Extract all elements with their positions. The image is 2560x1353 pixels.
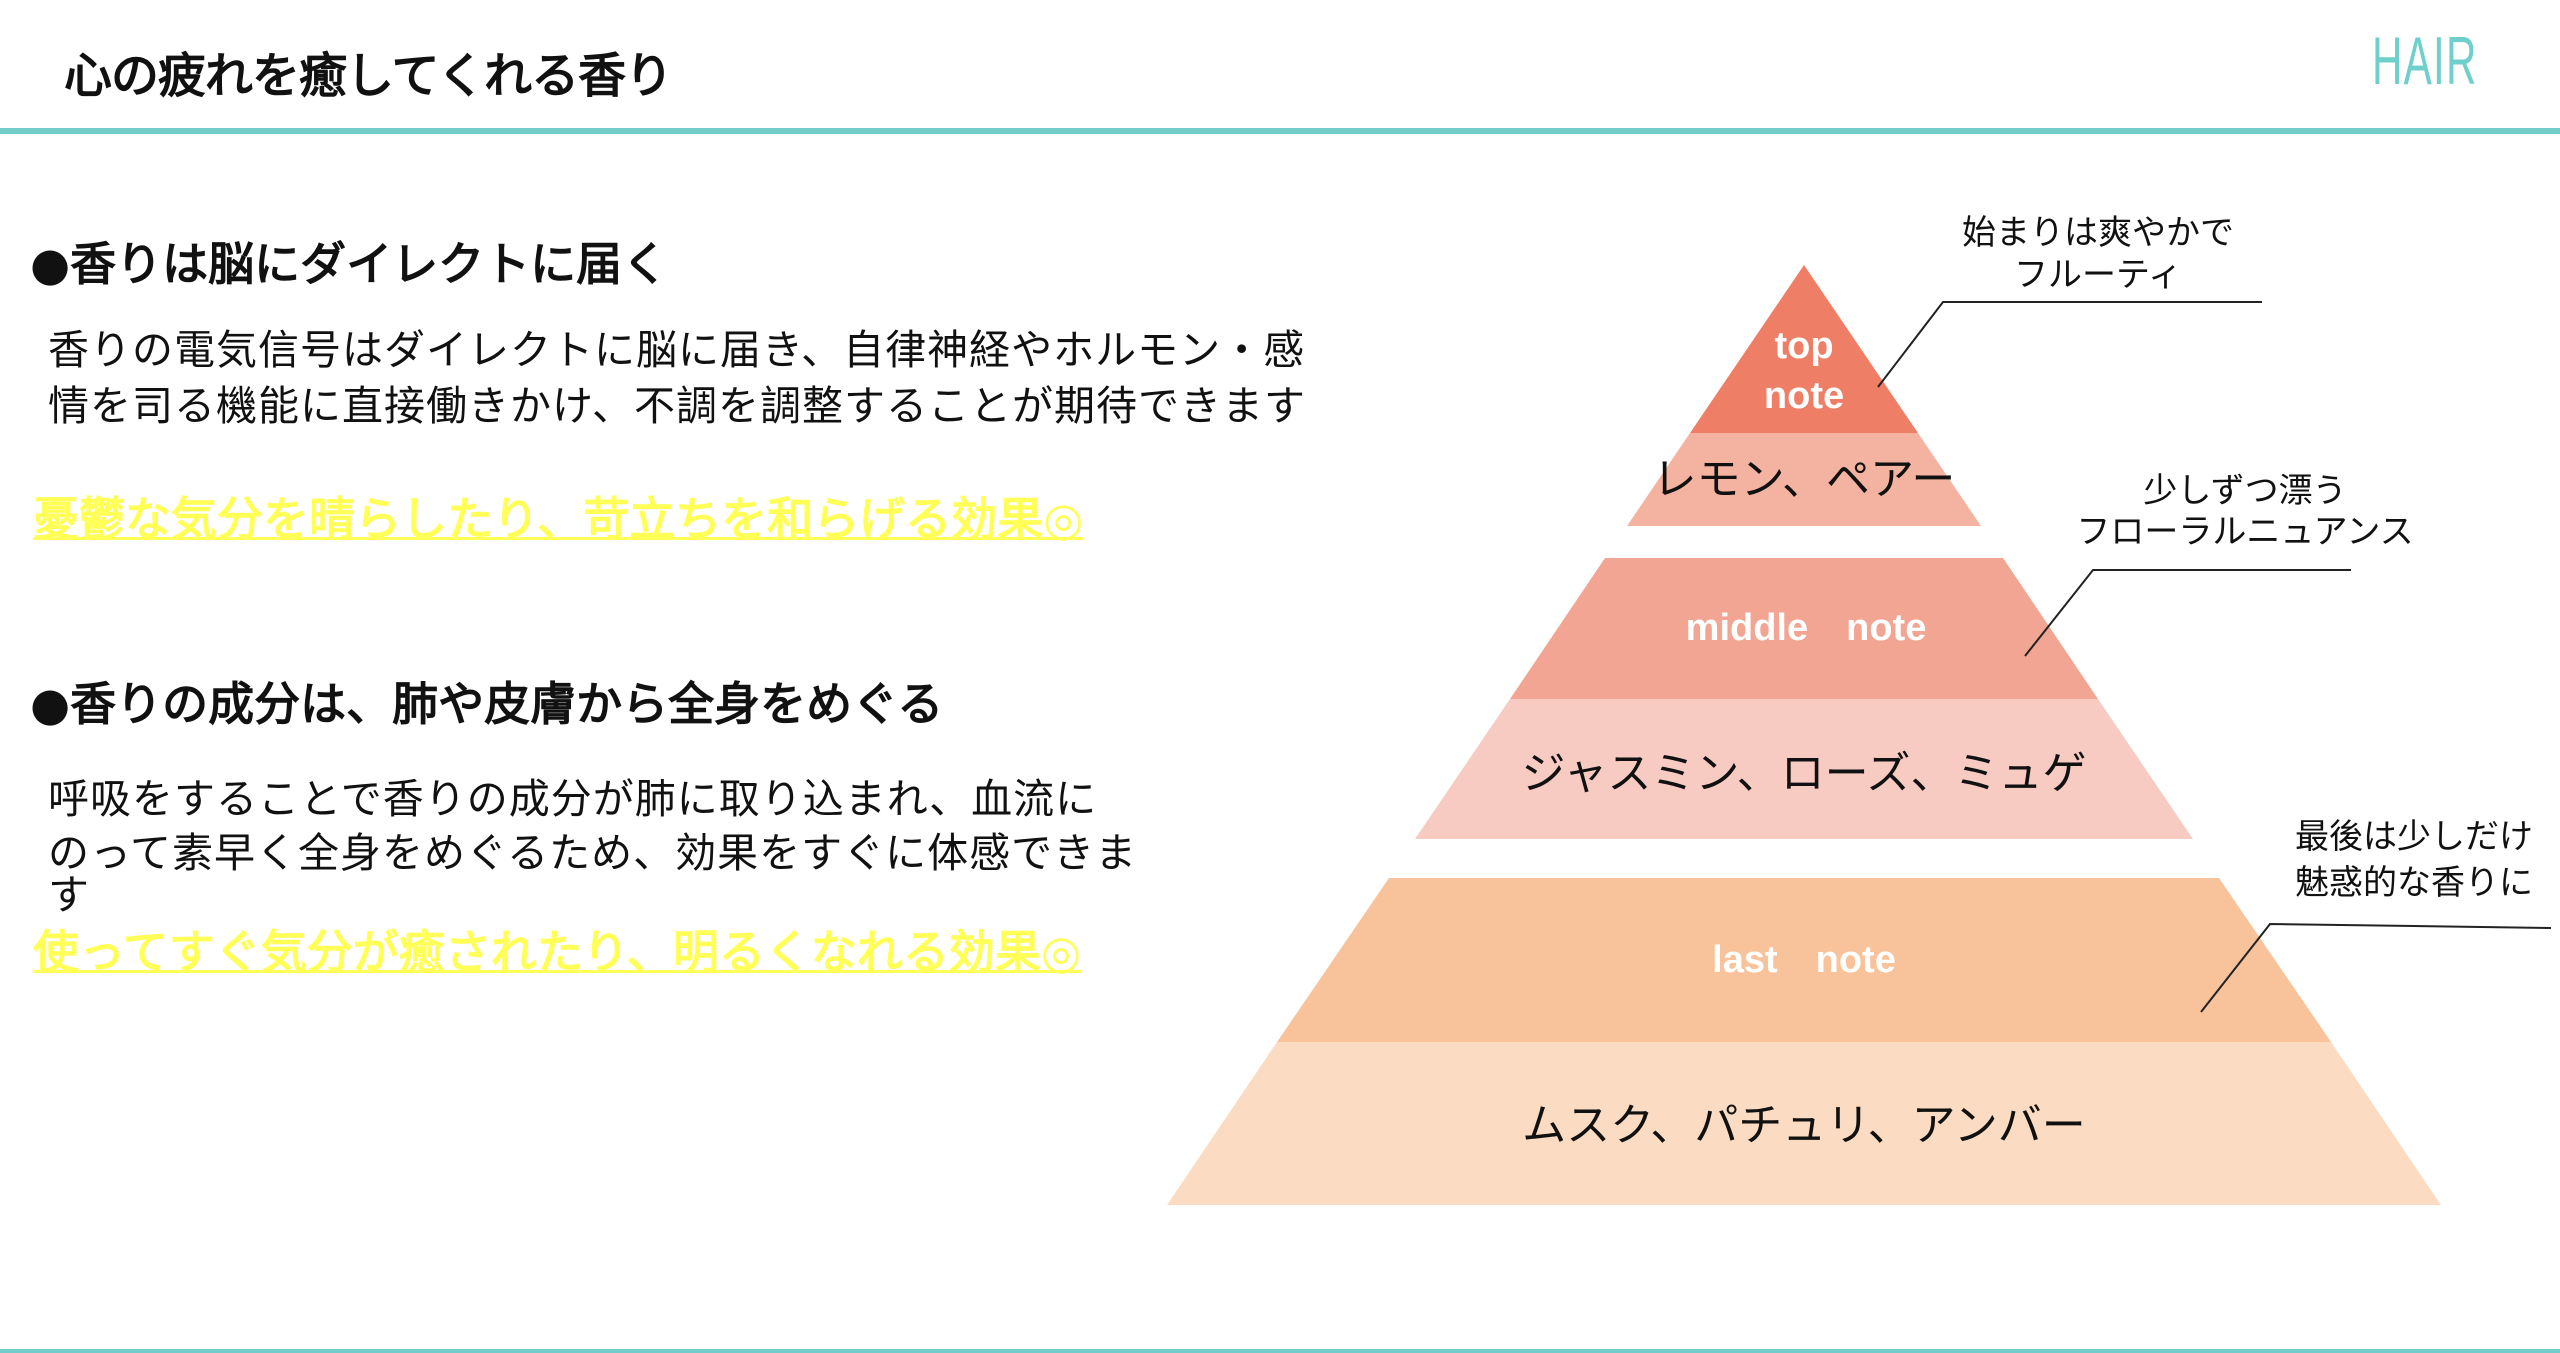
callout-line xyxy=(2024,569,2351,657)
callout-line xyxy=(1877,301,2262,388)
body-line: 香りの電気信号はダイレクトに脳に届き、自律神経やホルモン・感 xyxy=(48,326,1306,374)
last-note-items-tier xyxy=(1167,1042,2441,1205)
last-note-annotation: 最後は少しだけ xyxy=(2295,817,2533,857)
middle-note-label: middle note xyxy=(1686,607,1927,649)
body-line: のって素早く全身をめぐるため、効果をすぐに体感できま xyxy=(48,829,1138,877)
section-heading: ●香りの成分は、肺や皮膚から全身をめぐる xyxy=(30,677,944,731)
highlight-link[interactable]: 憂鬱な気分を晴らしたり、苛立ちを和らげる効果◎ xyxy=(33,492,1084,546)
header-divider xyxy=(0,128,2560,134)
last-note-tier xyxy=(1277,878,2331,1042)
top-note-tier xyxy=(1690,265,1918,433)
body-line: 呼吸をすることで香りの成分が肺に取り込まれ、血流に xyxy=(48,775,1098,823)
footer-divider xyxy=(0,1349,2560,1353)
top-note-items: レモン、ペアー xyxy=(1653,454,1956,505)
last-note-items: ムスク、パチュリ、アンバー xyxy=(1522,1100,2086,1151)
top-note-items-tier xyxy=(1627,433,1981,526)
top-note-label: note xyxy=(1764,375,1844,417)
callout-line xyxy=(2200,922,2552,1013)
middle-note-annotation: フローラルニュアンス xyxy=(2076,512,2413,552)
top-note-annotation: フルーティ xyxy=(2014,255,2182,295)
last-note-label: last note xyxy=(1712,939,1896,981)
section-body: 呼吸をすることで香りの成分が肺に取り込まれ、血流に のって素早く全身をめぐるため… xyxy=(48,772,1138,919)
highlight-link[interactable]: 使ってすぐ気分が癒されたり、明るくなれる効果◎ xyxy=(33,925,1081,979)
section-body: 香りの電気信号はダイレクトに脳に届き、自律神経やホルモン・感 情を司る機能に直接… xyxy=(48,322,1306,434)
page-title: 心の疲れを癒してくれる香り xyxy=(64,48,673,104)
last-note-annotation: 魅惑的な香りに xyxy=(2295,863,2533,903)
middle-note-tier xyxy=(1510,558,2098,699)
top-note-annotation: 始まりは爽やかで xyxy=(1962,213,2234,253)
middle-note-items-tier xyxy=(1415,699,2193,839)
body-line: 情を司る機能に直接働きかけ、不調を調整することが期待できます xyxy=(48,382,1306,430)
section-heading: ●香りは脳にダイレクトに届く xyxy=(30,237,669,291)
middle-note-annotation: 少しずつ漂う xyxy=(2143,471,2346,511)
top-note-label: top xyxy=(1774,325,1833,367)
middle-note-items: ジャスミン、ローズ、ミュゲ xyxy=(1522,748,2087,799)
body-line: す xyxy=(48,871,90,919)
brand-logo: HAIR xyxy=(2372,23,2478,99)
